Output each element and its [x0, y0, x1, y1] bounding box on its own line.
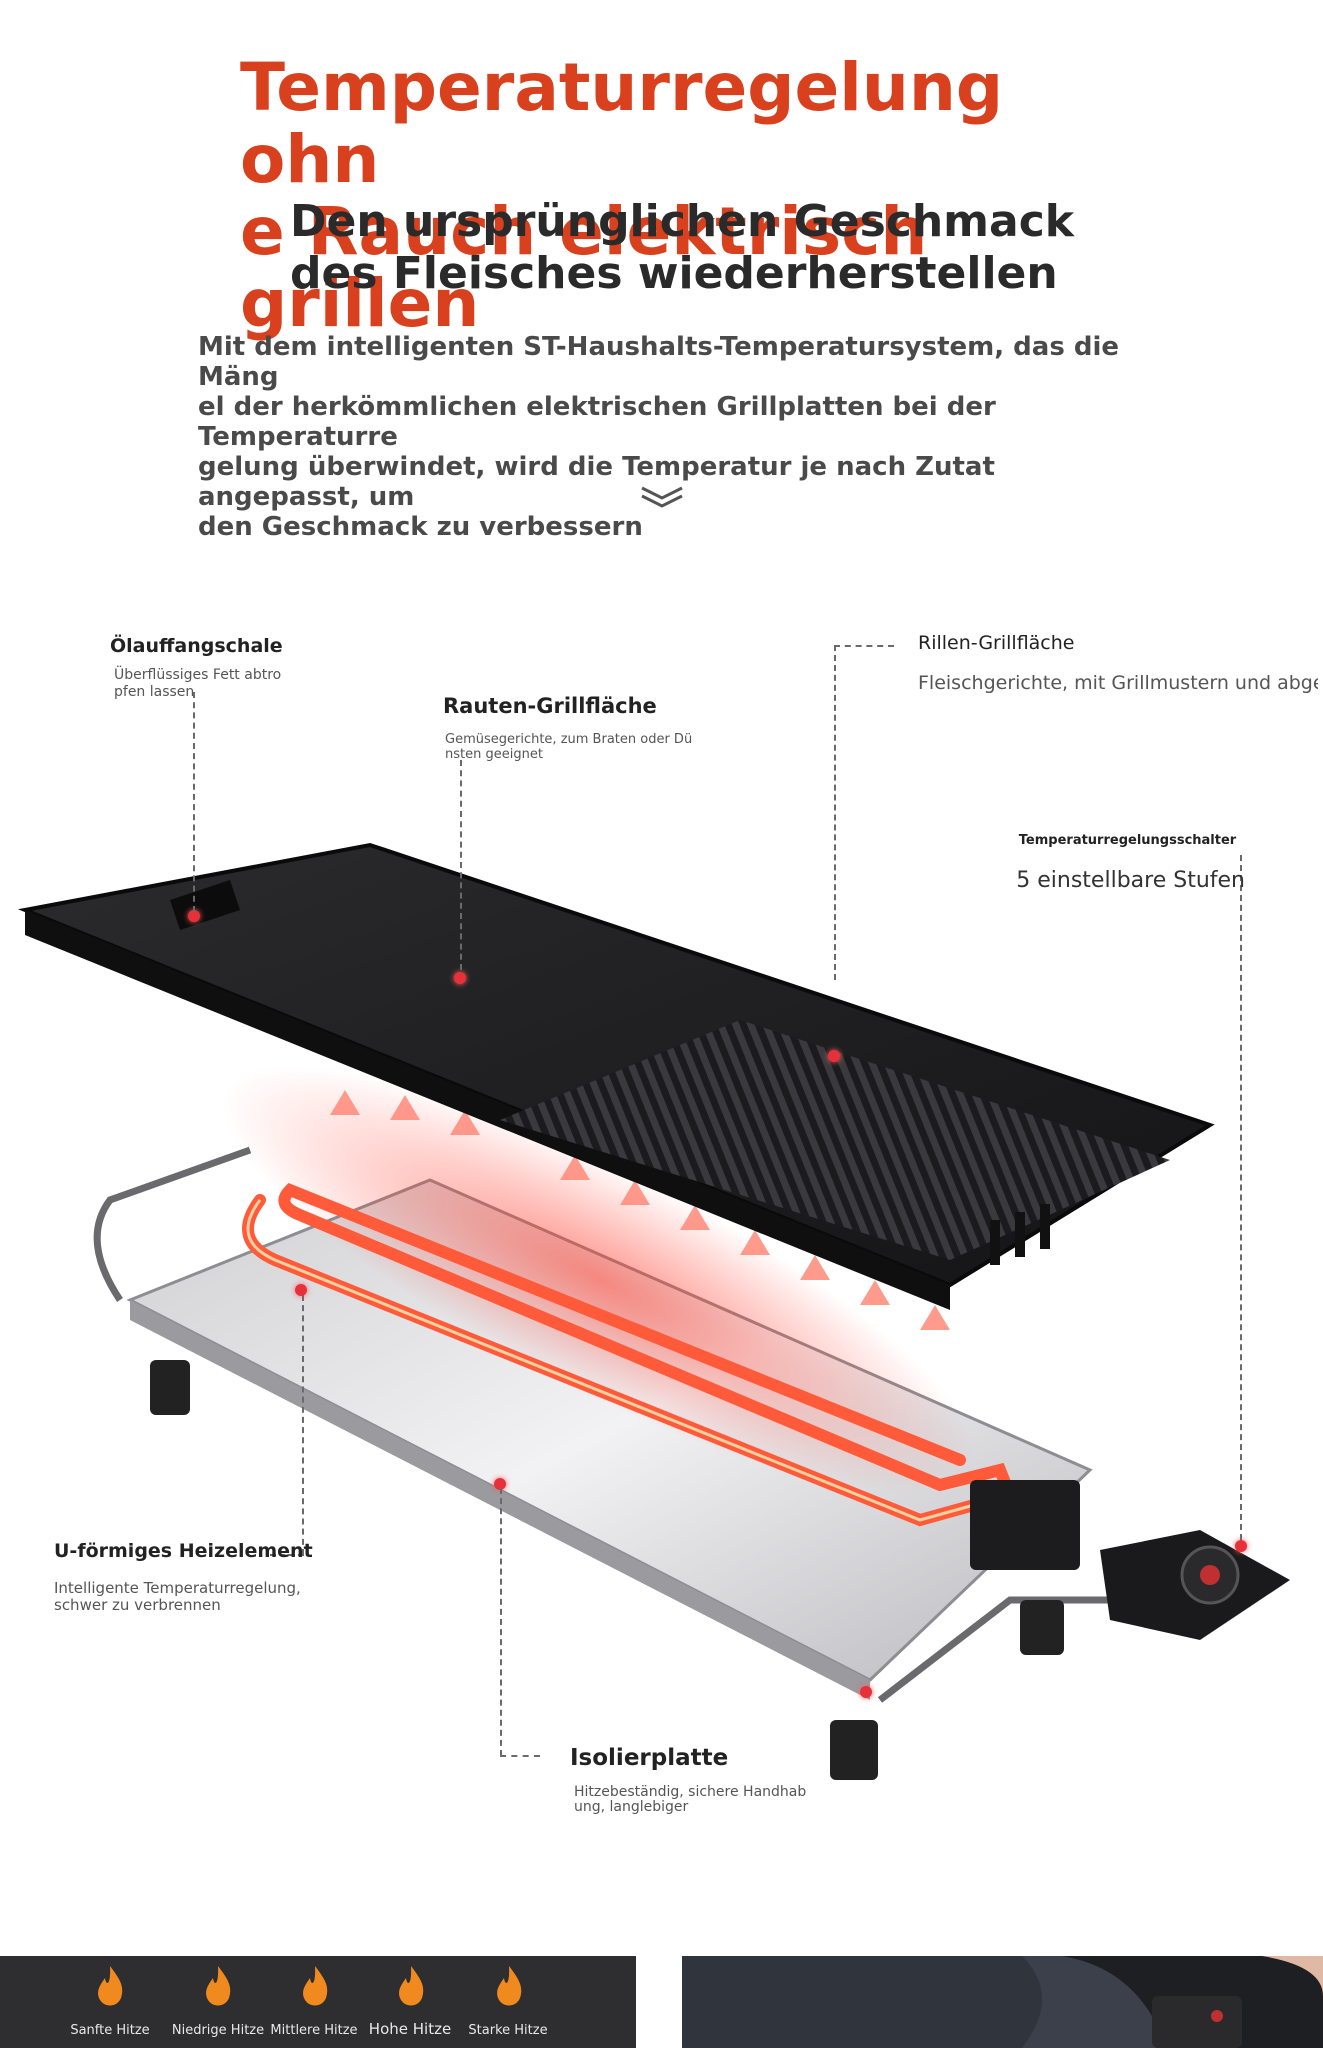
leader-insulation-plate-h — [500, 1755, 540, 1757]
leader-heating-element-h — [270, 1554, 304, 1556]
leader-diamond-plate — [460, 760, 462, 970]
callout-temp-switch-title: Temperaturregelungsschalter — [1018, 833, 1237, 848]
callout-diamond-plate-title: Rauten-Grillfläche — [443, 694, 657, 718]
callout-oil-tray-text: Überflüssiges Fett abtro pfen lassen — [114, 667, 282, 700]
flame-icon — [206, 1966, 231, 2006]
grill-illustration — [17, 842, 1290, 1780]
callout-heating-element-title: U-förmiges Heizelement — [54, 1540, 313, 1562]
callout-insulation-plate-title: Isolierplatte — [570, 1745, 729, 1771]
marker-heating-element — [295, 1284, 307, 1296]
page-subtitle: Den ursprünglichen Geschmack des Fleisch… — [290, 196, 1075, 299]
callout-insulation-plate: Isolierplatte Hitzebeständig, sichere Ha… — [570, 1745, 850, 1815]
callout-diamond-plate: Rauten-Grillfläche Gemüsegerichte, zum B… — [443, 694, 703, 762]
marker-grooved-plate — [828, 1050, 840, 1062]
callout-diamond-plate-text: Gemüsegerichte, zum Braten oder Dü nsten… — [445, 732, 693, 762]
callout-heating-element: U-förmiges Heizelement Intelligente Temp… — [54, 1540, 354, 1614]
leader-heating-element — [302, 1295, 304, 1555]
heat-level-2: Niedrige Hitze — [171, 2023, 265, 2038]
marker-foot — [860, 1686, 872, 1698]
product-photo — [682, 1956, 1323, 2048]
product-photo-strip — [682, 1956, 1323, 2048]
flame-icon — [399, 1966, 424, 2006]
callout-grooved-plate: Rillen-Grillfläche Fleischgerichte, mit … — [918, 632, 1318, 694]
leader-grooved-plate-h — [834, 645, 894, 647]
flame-icon — [98, 1966, 123, 2006]
callout-oil-tray: Ölauffangschale Überflüssiges Fett abtro… — [110, 635, 350, 701]
page-title: Temperaturregelung ohn e Rauch elektrisc… — [240, 49, 1004, 342]
callout-grooved-plate-text: Fleischgerichte, mit Grillmustern und ab… — [918, 672, 1318, 694]
callout-temp-switch: Temperaturregelungsschalter 5 einstellba… — [1010, 833, 1245, 894]
heat-level-4: Hohe Hitze — [368, 2020, 452, 2038]
leader-oil-tray — [193, 692, 195, 912]
callout-oil-tray-title: Ölauffangschale — [110, 635, 283, 657]
heat-level-5: Starke Hitze — [468, 2023, 548, 2038]
intro-paragraph: Mit dem intelligenten ST-Haushalts-Tempe… — [198, 332, 1120, 542]
double-chevron-down-icon[interactable] — [640, 484, 684, 510]
marker-insulation-plate — [494, 1478, 506, 1490]
flame-icon — [497, 1966, 522, 2006]
leader-grooved-plate — [834, 645, 836, 980]
heat-levels-strip: Sanfte Hitze Niedrige Hitze Mittlere Hit… — [0, 1956, 636, 2048]
leader-temp-switch — [1240, 855, 1242, 1540]
heat-level-3: Mittlere Hitze — [270, 2023, 358, 2038]
leader-insulation-plate — [500, 1488, 502, 1756]
callout-temp-switch-text: 5 einstellbare Stufen — [1016, 868, 1245, 893]
callout-insulation-plate-text: Hitzebeständig, sichere Handhab ung, lan… — [574, 1784, 807, 1815]
heat-level-1: Sanfte Hitze — [70, 2023, 150, 2038]
flame-icon — [303, 1966, 328, 2006]
marker-oil-tray — [188, 910, 200, 922]
marker-temp-switch — [1235, 1540, 1247, 1552]
callout-grooved-plate-title: Rillen-Grillfläche — [918, 632, 1075, 654]
marker-diamond-plate — [454, 972, 466, 984]
callout-heating-element-text: Intelligente Temperaturregelung, schwer … — [54, 1579, 301, 1614]
